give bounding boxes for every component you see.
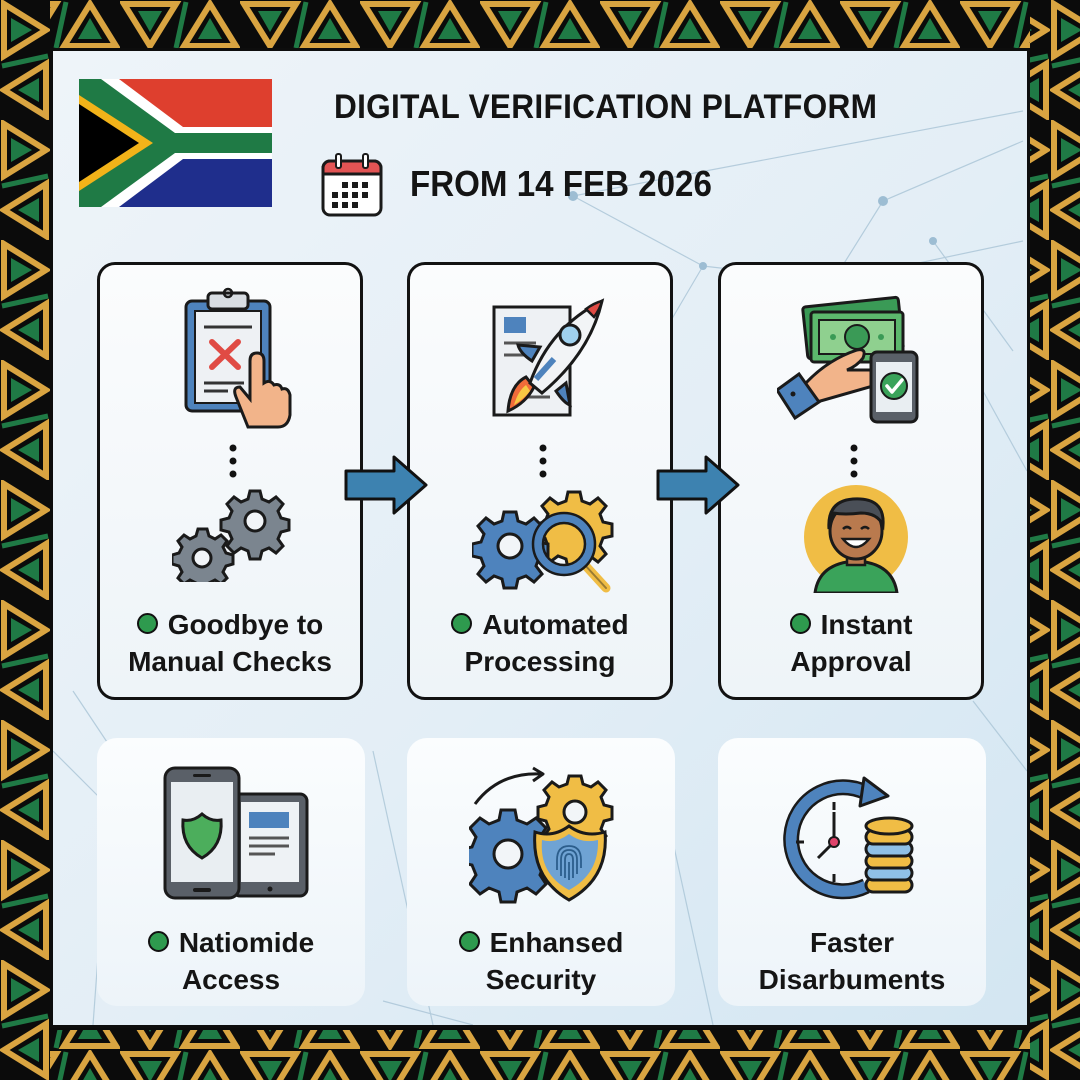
arrow-right-icon bbox=[656, 455, 740, 515]
status-bullet bbox=[458, 931, 480, 953]
clock-coins-icon bbox=[783, 776, 914, 900]
gears-fingerprint-shield-icon bbox=[469, 766, 614, 904]
benefit-card-label: Natiomide Access bbox=[97, 924, 365, 998]
cash-hand-phone-check-icon bbox=[777, 295, 919, 424]
south-africa-flag bbox=[79, 79, 272, 207]
clipboard-x-hand-icon bbox=[184, 287, 292, 429]
benefit-card-nationwide-access: Natiomide Access bbox=[97, 738, 365, 1006]
page-title: DIGITAL VERIFICATION PLATFORM bbox=[334, 88, 878, 126]
gears-icon bbox=[172, 489, 291, 582]
status-bullet bbox=[147, 931, 169, 953]
process-card-manual-checks: Goodbye to Manual Checks bbox=[97, 262, 363, 700]
dotted-connector bbox=[539, 444, 547, 478]
phone-tablet-shield-icon bbox=[163, 766, 309, 900]
benefit-card-label: Enhansed Security bbox=[407, 924, 675, 998]
benefit-card-faster-disbursements: Faster Disarbuments bbox=[718, 738, 986, 1006]
process-card-automated-processing: Automated Processing bbox=[407, 262, 673, 700]
dotted-connector bbox=[850, 444, 858, 478]
process-card-label: Instant Approval bbox=[789, 609, 913, 677]
network-background-graphic bbox=[53, 110, 1027, 1025]
calendar-icon bbox=[321, 153, 383, 217]
process-card-instant-approval: Instant Approval bbox=[718, 262, 984, 700]
gears-magnifier-icon bbox=[472, 490, 614, 593]
benefit-card-label: Faster Disarbuments bbox=[758, 927, 946, 995]
process-card-label: Goodbye to Manual Checks bbox=[128, 609, 332, 677]
launch-date: FROM 14 FEB 2026 bbox=[410, 163, 712, 204]
dotted-connector bbox=[229, 444, 237, 478]
benefit-card-enhanced-security: Enhansed Security bbox=[407, 738, 675, 1006]
status-bullet bbox=[789, 613, 811, 635]
status-bullet bbox=[136, 613, 158, 635]
arrow-right-icon bbox=[344, 455, 428, 515]
happy-person-icon bbox=[804, 485, 908, 593]
rocket-document-icon bbox=[492, 298, 605, 417]
process-card-label: Automated Processing bbox=[410, 606, 670, 680]
status-bullet bbox=[451, 613, 473, 635]
